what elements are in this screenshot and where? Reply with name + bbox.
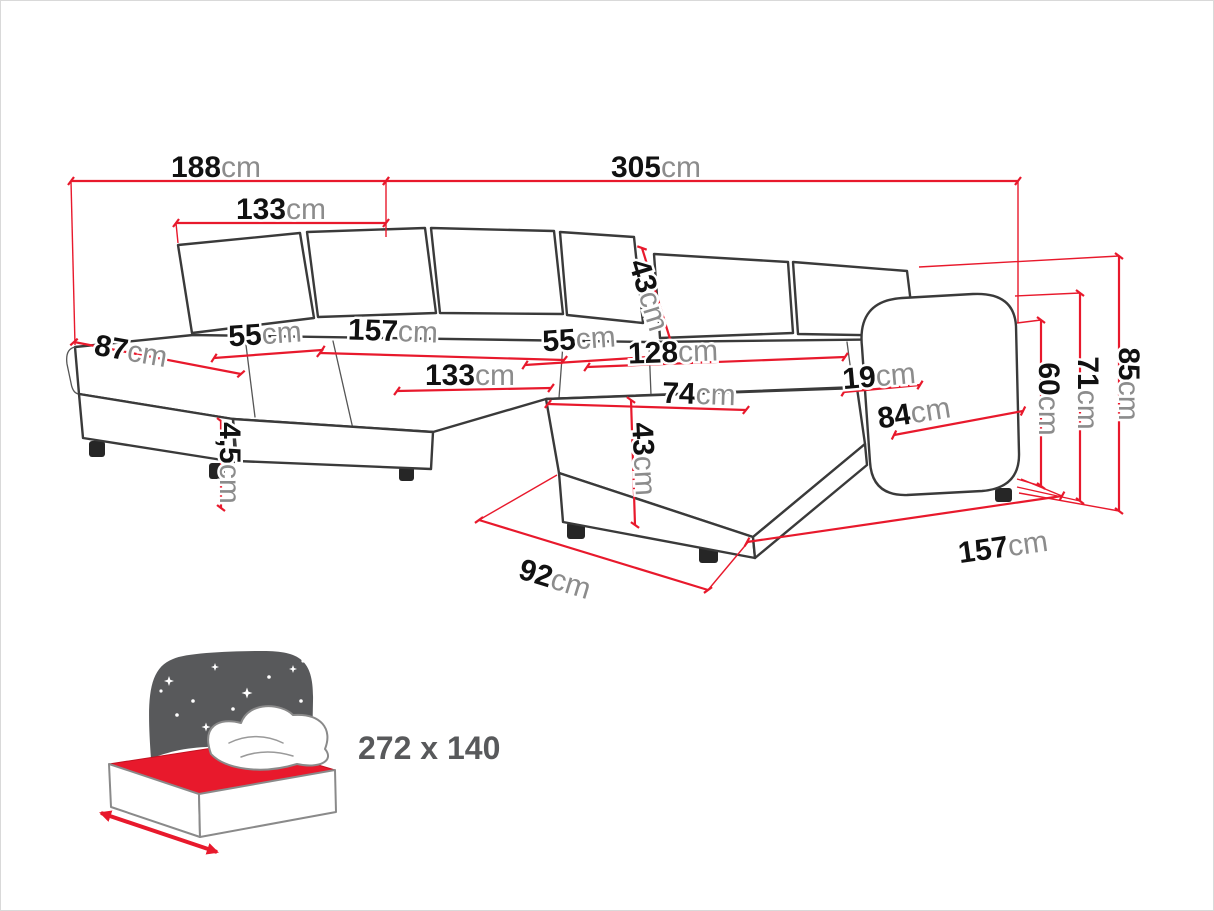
dim-label-85: 85cm: [1113, 347, 1146, 420]
blanket-fold-line: [228, 735, 284, 744]
star-dot: [159, 689, 163, 693]
dim-label-55-right: 55cm: [541, 320, 616, 358]
dim-label-157-seat: 157cm: [347, 313, 438, 349]
extension-line: [1018, 492, 1120, 512]
dim-line-84: [890, 406, 1027, 440]
sofa-illustration: [66, 226, 1021, 563]
star-dot: [191, 699, 195, 703]
star-dot: [231, 707, 235, 711]
dim-line-43-front: [626, 396, 640, 529]
bed-unfold-arrow: [99, 810, 219, 855]
star-dot: [301, 659, 305, 663]
dim-line-55-left: [210, 345, 326, 363]
back-cushion: [305, 226, 438, 319]
extension-line: [918, 255, 1120, 268]
dim-label-60: 60cm: [1033, 362, 1066, 435]
sleeping-area-label: 272 x 140: [358, 730, 500, 766]
stars-decoration: [159, 659, 305, 732]
extension-line: [1014, 292, 1081, 297]
dim-line-74: [544, 399, 750, 415]
dim-line-128: [583, 352, 849, 372]
extension-line: [707, 540, 750, 591]
dim-label-128: 128cm: [627, 334, 718, 370]
chaise-left-front-face: [77, 392, 237, 464]
dim-label-157-bottom: 157cm: [956, 524, 1050, 569]
extension-line: [1016, 319, 1042, 324]
star-dot: [267, 675, 271, 679]
dim-label-188: 188cm: [171, 151, 261, 184]
dim-line-43-back: [636, 245, 677, 345]
sofa-leg: [89, 441, 105, 457]
sofa-leg: [995, 488, 1012, 502]
dim-line-157-bottom: [743, 491, 1066, 547]
extension-line: [70, 180, 76, 346]
dim-label-55-left: 55cm: [227, 315, 302, 353]
dim-line-87: [69, 337, 246, 379]
dim-line-133-mid: [393, 383, 555, 396]
dim-label-305: 305cm: [611, 151, 701, 184]
dim-label-133-mid: 133cm: [425, 359, 515, 392]
sleeping-function-icon: 272 x 140: [99, 651, 502, 855]
blanket-fold-line: [240, 751, 294, 758]
star-dot: [175, 713, 179, 717]
dim-label-19: 19cm: [841, 356, 917, 395]
extension-line: [478, 474, 558, 521]
dim-line-92: [474, 516, 713, 594]
dim-label-74: 74cm: [662, 376, 736, 412]
dim-label-43-front: 43cm: [626, 421, 663, 496]
dim-label-92: 92cm: [515, 552, 595, 605]
dim-label-4-5: 4,5cm: [214, 422, 247, 504]
dim-label-84: 84cm: [875, 391, 953, 435]
dim-label-71: 71cm: [1072, 356, 1105, 429]
extension-line: [175, 222, 179, 244]
back-cushion: [429, 226, 565, 316]
seat-seam: [846, 341, 854, 388]
dim-label-133-back: 133cm: [236, 193, 326, 226]
corner-front-face: [231, 417, 435, 471]
back-cushion: [176, 231, 316, 335]
star-dot: [299, 699, 303, 703]
dim-line-19: [840, 380, 924, 397]
sofa-leg: [399, 467, 414, 481]
